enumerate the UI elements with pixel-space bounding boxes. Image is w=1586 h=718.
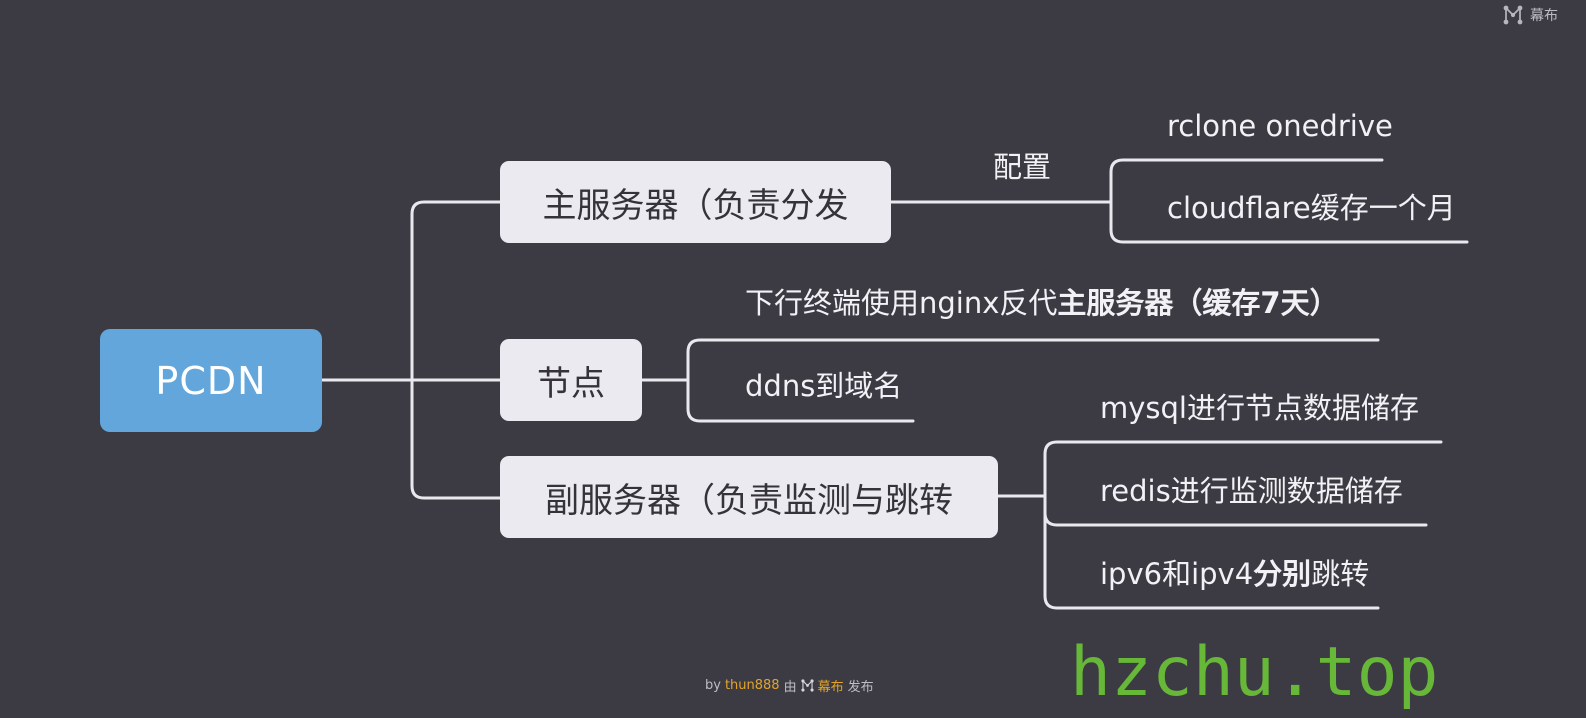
relation-label-config: 配置 xyxy=(993,150,1052,184)
footer-published: 发布 xyxy=(847,680,874,695)
leaf-ipv-suffix: 跳转 xyxy=(1311,557,1370,591)
leaf-ipv-text: ipv6和ipv4 xyxy=(1100,557,1254,591)
footer-platform-link[interactable]: 幕布 xyxy=(817,680,844,695)
brand-mark: 幕布 xyxy=(1503,5,1558,25)
leaf-mysql-storage[interactable]: mysql进行节点数据储存 xyxy=(1100,391,1419,425)
mubu-logo-icon xyxy=(1503,5,1523,25)
leaf-redis-storage[interactable]: redis进行监测数据储存 xyxy=(1100,474,1403,508)
footer-by: by xyxy=(705,678,721,693)
leaf-ddns-domain[interactable]: ddns到域名 xyxy=(745,369,903,403)
watermark-text: hzchu.top xyxy=(1070,633,1439,712)
leaf-ipv-emphasis: 分别 xyxy=(1253,557,1312,591)
footer-author-link[interactable]: thun888 xyxy=(724,678,780,693)
footer-mubu-icon xyxy=(800,679,814,692)
publish-footer: by thun888 由 幕布 发布 xyxy=(705,676,874,695)
branch-node[interactable]: 节点 xyxy=(500,339,642,421)
root-node-pcdn[interactable]: PCDN xyxy=(100,329,322,432)
root-to-branches-connector xyxy=(320,200,502,500)
brand-name: 幕布 xyxy=(1530,8,1558,24)
footer-via: 由 xyxy=(783,680,797,695)
leaf-nginx-emphasis: 主服务器（缓存7天） xyxy=(1057,286,1339,320)
leaf-rclone-onedrive[interactable]: rclone onedrive xyxy=(1167,109,1393,143)
leaf-cloudflare-cache[interactable]: cloudflare缓存一个月 xyxy=(1167,191,1456,225)
branch-main-server[interactable]: 主服务器（负责分发 xyxy=(500,161,891,243)
leaf-nginx-text: 下行终端使用nginx反代 xyxy=(745,286,1058,320)
branch-secondary-server[interactable]: 副服务器（负责监测与跳转 xyxy=(500,456,998,538)
leaf-ipv-redirect[interactable]: ipv6和ipv4分别跳转 xyxy=(1100,556,1369,592)
leaf-nginx-reverse-proxy[interactable]: 下行终端使用nginx反代主服务器（缓存7天） xyxy=(745,285,1339,321)
